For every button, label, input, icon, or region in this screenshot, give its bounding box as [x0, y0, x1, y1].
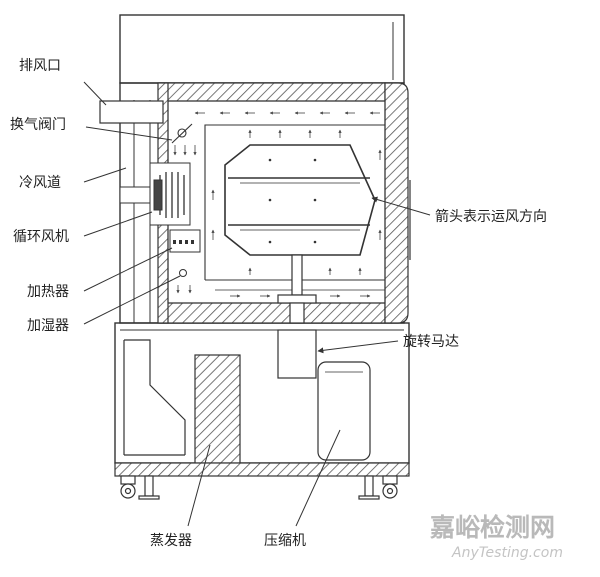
label-arrow-meaning: 箭头表示运风方向	[435, 208, 547, 225]
label-cold-air-duct: 冷风道	[19, 175, 61, 191]
label-heater: 加热器	[27, 284, 69, 300]
watermark-chinese: 嘉峪检测网	[430, 513, 555, 542]
watermark-english: AnyTesting.com	[451, 545, 563, 561]
air-exchange-valve	[171, 123, 193, 144]
watermark: 嘉峪检测网 AnyTesting.com	[430, 513, 563, 561]
compressor	[317, 361, 371, 461]
label-compressor: 压缩机	[264, 533, 306, 549]
circulation-fan	[119, 162, 191, 226]
label-evaporator: 蒸发器	[150, 533, 192, 549]
rotating-motor	[277, 329, 317, 379]
label-circulation-fan: 循环风机	[13, 229, 69, 245]
exhaust-outlet	[99, 100, 164, 124]
leader-lines	[83, 81, 431, 527]
drive-shaft	[277, 254, 317, 324]
label-rotating-motor: 旋转马达	[403, 334, 459, 350]
top-housing	[119, 14, 405, 84]
base-frame	[114, 462, 410, 477]
airflow-arrows	[173, 111, 382, 298]
humidifier	[179, 269, 187, 277]
evaporator-duct	[123, 339, 186, 456]
callout-labels: 排风口 换气阀门 冷风道 循环风机 加热器 加湿器 箭头表示运风方向 旋转马达 …	[10, 58, 547, 549]
heater	[169, 229, 201, 253]
label-exhaust-outlet: 排风口	[19, 58, 61, 74]
caster-wheels	[120, 475, 398, 500]
evaporator	[194, 354, 241, 464]
label-humidifier: 加湿器	[27, 318, 69, 334]
label-air-exchange-valve: 换气阀门	[10, 116, 66, 133]
rotating-drum	[224, 144, 376, 256]
